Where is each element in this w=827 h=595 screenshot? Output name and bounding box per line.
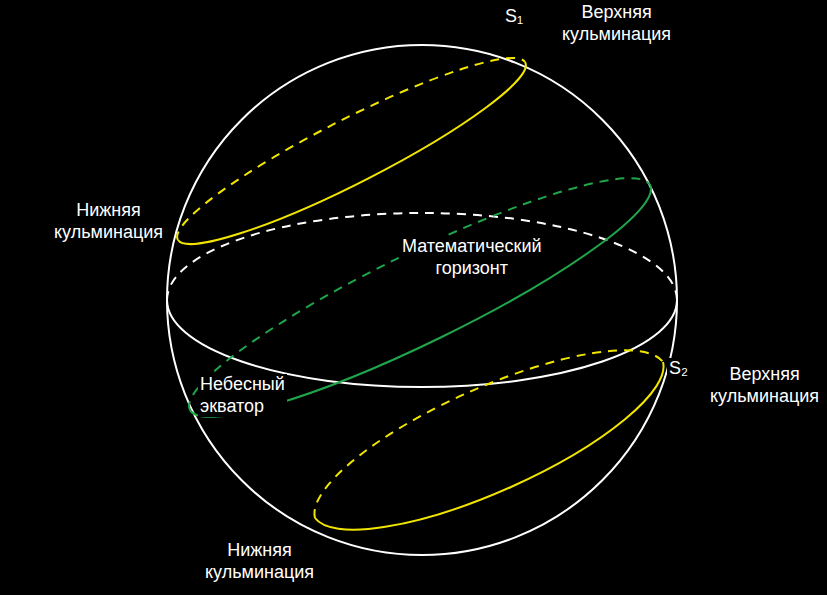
star-path-front: [178, 62, 526, 244]
star-name: S₁: [503, 6, 525, 28]
culmination-label: Верхняя кульминация: [560, 2, 673, 45]
star-path-front: [315, 362, 664, 530]
circle-name: Математический горизонт: [400, 236, 544, 279]
equator-front: [190, 185, 651, 417]
horizon-back: [167, 213, 677, 300]
sphere-outline: [167, 45, 677, 555]
star-path-back: [314, 350, 663, 518]
circle-name: Небесный экватор: [198, 374, 287, 417]
culmination-label: Верхняя кульминация: [708, 364, 821, 407]
culmination-label: Нижняя кульминация: [52, 200, 165, 243]
culmination-label: Нижняя кульминация: [203, 540, 316, 583]
star-name: S₂: [667, 358, 690, 380]
star-path-back: [177, 58, 525, 240]
